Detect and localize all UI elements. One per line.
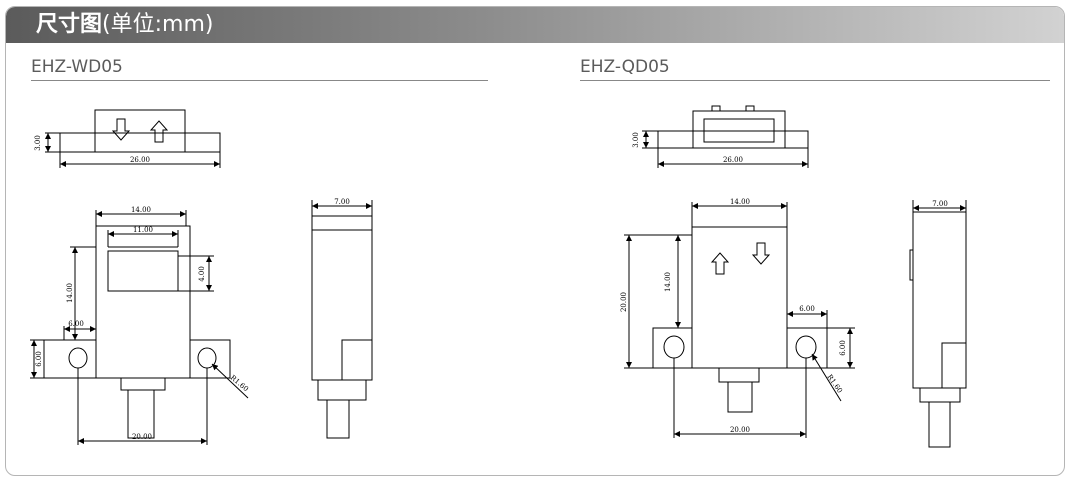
qd05-body-width-label: 14.00	[730, 198, 750, 206]
qd05-body-height-label: 14.00	[664, 272, 672, 292]
title-main: 尺寸图	[36, 12, 103, 37]
arrow-up-icon	[149, 120, 169, 143]
wd05-body-height-label: 14.00	[66, 283, 74, 303]
qd05-top-view	[642, 105, 809, 168]
section-header: 尺寸图(单位:mm)	[6, 7, 1064, 43]
model-name-right: EHZ-QD05	[580, 57, 670, 77]
divider-right	[580, 80, 1050, 81]
qd05-top-width-label: 26.00	[723, 156, 743, 164]
qd05-total-height-label: 20.00	[620, 292, 628, 312]
title-unit: (单位:mm)	[102, 12, 214, 37]
model-name-left: EHZ-WD05	[31, 57, 123, 77]
qd05-top-height-label: 3.00	[632, 132, 640, 148]
section-title: 尺寸图(单位:mm)	[36, 12, 213, 38]
wd05-side-view	[311, 200, 373, 439]
wd05-hole-spacing-label: 20.00	[132, 433, 152, 441]
qd05-side-view	[909, 200, 967, 448]
wd05-tab-height-label: 6.00	[35, 351, 43, 367]
wd05-tab-width-label: 6.00	[68, 320, 84, 328]
qd05-dimension-labels: 3.00 26.00 14.00 20.00 14.00 6.00 6.00 R…	[620, 132, 948, 434]
wd05-window-height-label: 4.00	[198, 266, 206, 282]
wd05-window-width-label: 11.00	[133, 226, 153, 234]
divider-left	[31, 80, 488, 81]
wd05-side-depth-label: 7.00	[334, 198, 350, 206]
arrow-down-icon	[751, 242, 771, 265]
wd05-top-width-label: 26.00	[130, 156, 150, 164]
wd05-top-height-label: 3.00	[34, 135, 42, 151]
wd05-body-width-label: 14.00	[131, 206, 151, 214]
qd05-side-depth-label: 7.00	[932, 200, 948, 208]
qd05-front-view	[624, 202, 855, 438]
qd05-hole-spacing-label: 20.00	[730, 426, 750, 434]
arrow-down-icon	[111, 118, 131, 141]
wd05-dimension-labels: 3.00 26.00 14.00 11.00 4.00 14.00 6.00 6…	[34, 135, 350, 441]
qd05-tab-width-label: 6.00	[799, 305, 815, 313]
qd05-tab-height-label: 6.00	[839, 340, 847, 356]
wd05-top-view	[45, 109, 221, 168]
arrow-up-icon	[710, 252, 730, 275]
wd05-front-view	[30, 210, 249, 445]
dimension-panel: 尺寸图(单位:mm)	[5, 6, 1065, 476]
